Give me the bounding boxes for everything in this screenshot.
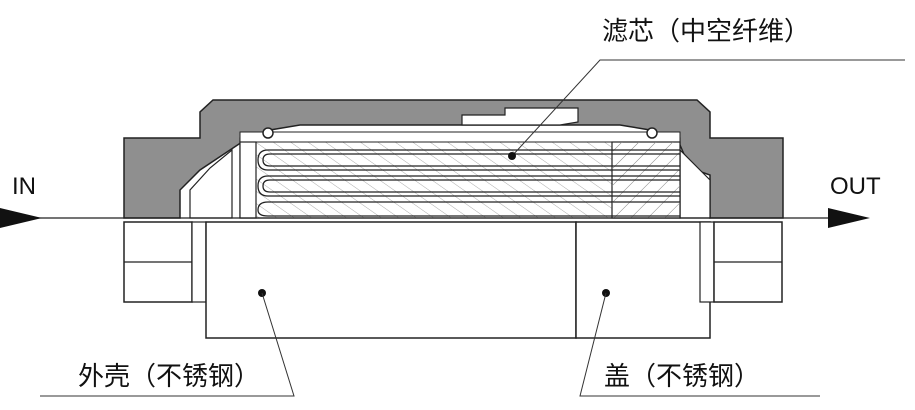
hollow-fibers <box>257 149 680 217</box>
filter-core-left-cap <box>239 141 257 219</box>
cover-leader <box>579 292 820 397</box>
cover-body <box>575 221 711 339</box>
filter-core-label: 滤芯（中空纤维） <box>602 17 810 47</box>
filter-core-top-band <box>239 131 681 143</box>
filter-core-leader <box>511 59 905 157</box>
inlet-arrow-icon <box>0 208 42 228</box>
outlet-label: OUT <box>830 173 881 200</box>
filter-core-tab <box>461 107 579 126</box>
outlet-arrow-icon <box>828 208 870 228</box>
o-ring-right <box>646 127 658 139</box>
inlet-label: IN <box>12 173 36 200</box>
lower-exterior-view <box>123 221 783 339</box>
o-ring-left <box>262 127 274 139</box>
leader-lines <box>40 59 905 397</box>
housing-label: 外壳（不锈钢） <box>78 362 260 392</box>
upper-cross-section <box>123 99 784 219</box>
housing-body <box>205 221 577 339</box>
flow-axis <box>0 208 870 228</box>
cover-label: 盖（不锈钢） <box>604 362 760 392</box>
housing-leader <box>40 292 295 397</box>
